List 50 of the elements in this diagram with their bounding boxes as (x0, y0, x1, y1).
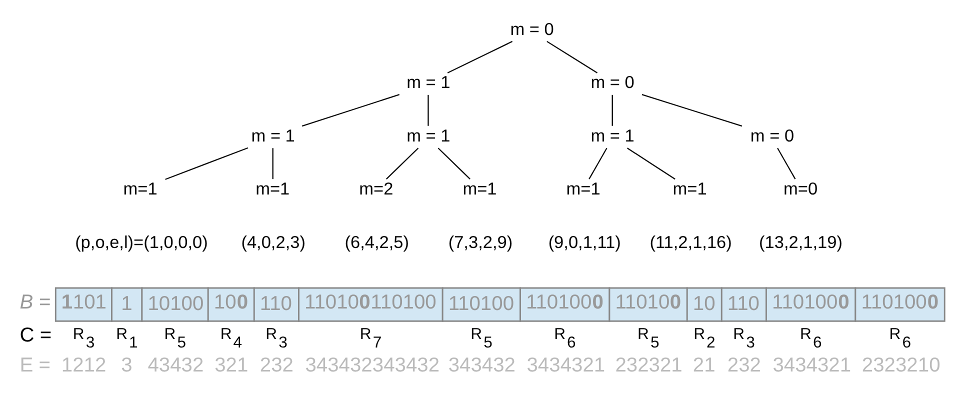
node-text: m = 0 (510, 18, 554, 38)
label: 110 (260, 292, 292, 314)
label: 110100 (615, 290, 682, 313)
node-label: (11,2,1,16) (650, 231, 732, 252)
label: 321 (214, 354, 248, 376)
label: 43432 (148, 354, 204, 376)
node-text: m = 1 (590, 124, 634, 145)
label: 2323210 (862, 354, 940, 376)
label: 1 (121, 292, 132, 314)
node-text: m = 1 (406, 72, 450, 92)
node-text: m=1 (672, 178, 707, 198)
label: 110100110100 (304, 290, 436, 313)
node-label: (9,0,1,11) (548, 231, 621, 252)
label: 232 (727, 354, 761, 376)
label: 100 (214, 290, 248, 313)
label: 21 (692, 354, 716, 376)
node-label: (6,4,2,5) (344, 231, 410, 252)
label: B = (20, 290, 50, 313)
label: 3 (121, 354, 132, 376)
label: 10100 (148, 292, 204, 314)
label: 232 (260, 354, 294, 376)
node-text: m=2 (359, 178, 394, 198)
label: 343432343432 (305, 354, 440, 376)
label: 110100 (448, 292, 514, 314)
node-label: (p,o,e,l)=(1,0,0,0) (75, 231, 208, 252)
node-text: m = 1 (406, 124, 450, 145)
node-label: (13,2,1,19) (759, 231, 842, 252)
label: 232321 (615, 354, 682, 376)
label: E = (20, 354, 50, 376)
label: C = (20, 324, 52, 346)
label: 110 (727, 292, 760, 314)
node-label: (4,0,2,3) (241, 231, 306, 252)
node-text: m=1 (123, 178, 158, 198)
label: 1101 (61, 290, 106, 313)
label: 1101000 (861, 290, 939, 313)
node-text: m=1 (462, 178, 497, 198)
label: 3434321 (526, 354, 606, 376)
label: 10 (692, 292, 716, 314)
label: 3434321 (772, 354, 852, 376)
node-text: m=0 (784, 178, 818, 198)
node-text: m = 0 (590, 72, 634, 92)
node-label: (7,3,2,9) (448, 231, 513, 252)
node-text: m=1 (256, 178, 290, 198)
label: 1101000 (526, 290, 604, 313)
node-text: m = 0 (750, 124, 794, 145)
label: 343432 (448, 354, 516, 376)
node-text: m=1 (566, 178, 600, 198)
label: 1101000 (772, 290, 850, 313)
node-text: m = 1 (251, 124, 295, 145)
label: 1212 (61, 354, 106, 376)
